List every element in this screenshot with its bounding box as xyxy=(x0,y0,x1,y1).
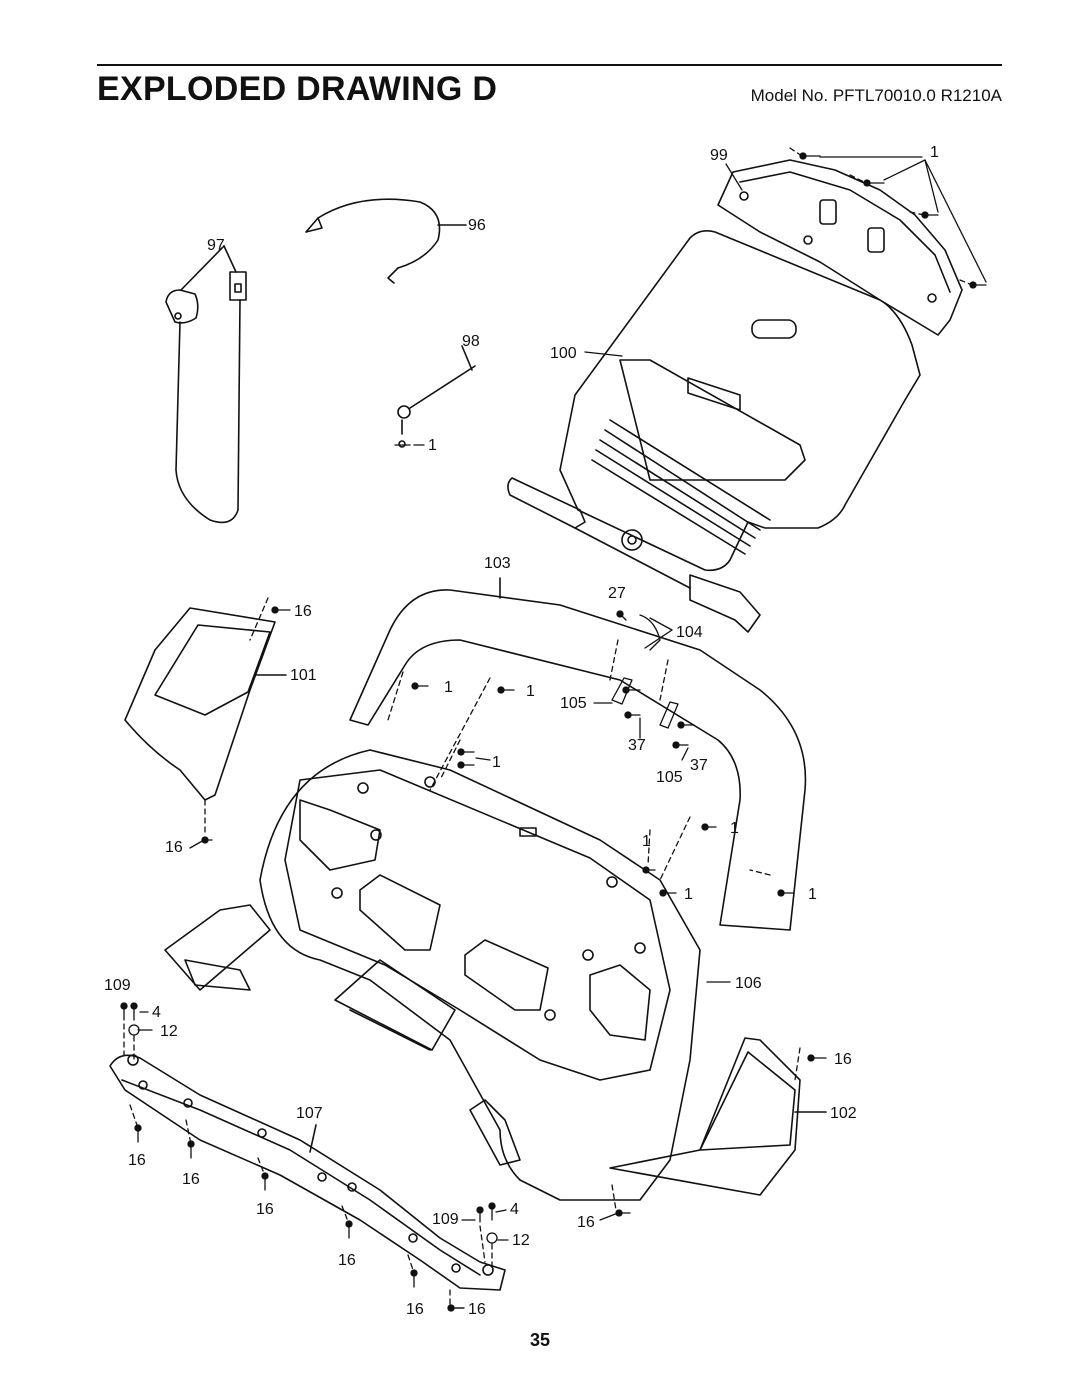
part-106-main-cover xyxy=(164,749,701,1201)
callout-1: 1 xyxy=(642,833,651,850)
part-97-tray xyxy=(165,245,247,524)
callout-105: 105 xyxy=(560,695,587,712)
callout-107: 107 xyxy=(296,1105,323,1122)
screw-icon xyxy=(120,152,987,1312)
callout-37: 37 xyxy=(628,737,646,754)
callout-16: 16 xyxy=(468,1301,486,1318)
hardware-fasteners xyxy=(120,147,987,1312)
callout-101: 101 xyxy=(290,667,317,684)
callout-1: 1 xyxy=(808,886,817,903)
callout-27: 27 xyxy=(608,585,626,602)
part-98-tie xyxy=(397,345,476,448)
callout-109: 109 xyxy=(104,977,131,994)
callout-98: 98 xyxy=(462,333,480,350)
clamp-105-a xyxy=(611,677,633,705)
callout-16: 16 xyxy=(256,1201,274,1218)
callout-16: 16 xyxy=(834,1051,852,1068)
callout-109: 109 xyxy=(432,1211,459,1228)
callout-16: 16 xyxy=(338,1252,356,1269)
page-number: 35 xyxy=(529,1330,551,1350)
callout-16: 16 xyxy=(182,1171,200,1188)
part-100-console xyxy=(559,230,921,572)
callout-106: 106 xyxy=(735,975,762,992)
callout-16: 16 xyxy=(165,839,183,856)
callout-97: 97 xyxy=(207,237,225,254)
part-107-base-bar xyxy=(109,1054,506,1291)
callout-4: 4 xyxy=(152,1004,161,1021)
callout-1: 1 xyxy=(730,820,739,837)
part-96-cable xyxy=(305,198,467,284)
callout-12: 12 xyxy=(160,1023,178,1040)
callout-1: 1 xyxy=(526,683,535,700)
callout-103: 103 xyxy=(484,555,511,572)
page-title: EXPLODED DRAWING D xyxy=(97,70,498,108)
part-103-upright-arch xyxy=(349,577,807,931)
callout-labels: 99 1 96 97 98 1 100 103 27 104 16 101 1 … xyxy=(104,144,939,1318)
callout-1: 1 xyxy=(492,754,501,771)
callout-16: 16 xyxy=(294,603,312,620)
callout-1: 1 xyxy=(428,437,437,454)
callout-37: 37 xyxy=(690,757,708,774)
callout-100: 100 xyxy=(550,345,577,362)
callout-105: 105 xyxy=(656,769,683,786)
callout-96: 96 xyxy=(468,217,486,234)
part-102-right-tray xyxy=(609,1037,827,1196)
clamp-105-b xyxy=(659,701,679,729)
callout-16: 16 xyxy=(577,1214,595,1231)
header-rule xyxy=(97,64,1002,66)
callout-16: 16 xyxy=(128,1152,146,1169)
callout-104: 104 xyxy=(676,624,703,641)
console-handlebar xyxy=(507,477,761,633)
model-number: Model No. PFTL70010.0 R1210A xyxy=(750,86,1002,105)
part-99-hood xyxy=(717,159,963,336)
callout-1: 1 xyxy=(684,886,693,903)
callout-4: 4 xyxy=(510,1201,519,1218)
part-101-left-tray xyxy=(124,607,287,801)
callout-16: 16 xyxy=(406,1301,424,1318)
callout-99: 99 xyxy=(710,147,728,164)
callout-1: 1 xyxy=(930,144,939,161)
callout-12: 12 xyxy=(512,1232,530,1249)
callout-102: 102 xyxy=(830,1105,857,1122)
wire-104 xyxy=(639,614,661,651)
callout-1: 1 xyxy=(444,679,453,696)
